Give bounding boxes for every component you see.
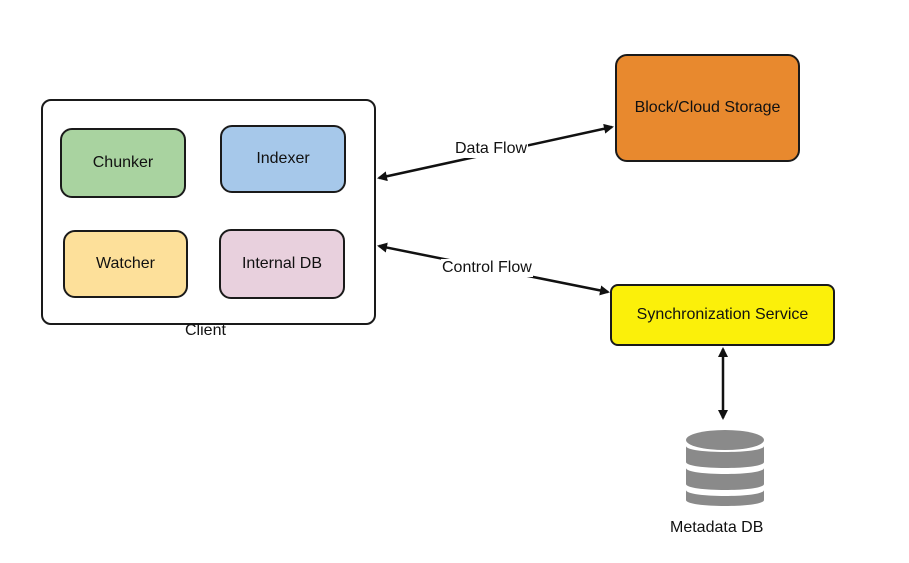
indexer-component: Indexer: [220, 125, 346, 193]
synchronization-service: Synchronization Service: [610, 284, 835, 346]
chunker-component: Chunker: [60, 128, 186, 198]
client-label: Client: [185, 322, 226, 339]
watcher-label: Watcher: [96, 255, 155, 272]
database-icon-shape: [686, 430, 764, 506]
data-flow-label: Data Flow: [454, 140, 529, 158]
internal-db-component: Internal DB: [219, 229, 345, 299]
block-cloud-storage: Block/Cloud Storage: [615, 54, 800, 162]
watcher-component: Watcher: [63, 230, 188, 298]
internal-db-label: Internal DB: [241, 255, 323, 272]
control-flow-label: Control Flow: [441, 259, 533, 277]
sync-service-label: Synchronization Service: [636, 306, 809, 323]
indexer-label: Indexer: [256, 150, 310, 167]
metadata-db-label: Metadata DB: [670, 519, 764, 536]
database-icon: [686, 430, 764, 506]
storage-label: Block/Cloud Storage: [634, 99, 781, 116]
chunker-label: Chunker: [92, 154, 154, 171]
